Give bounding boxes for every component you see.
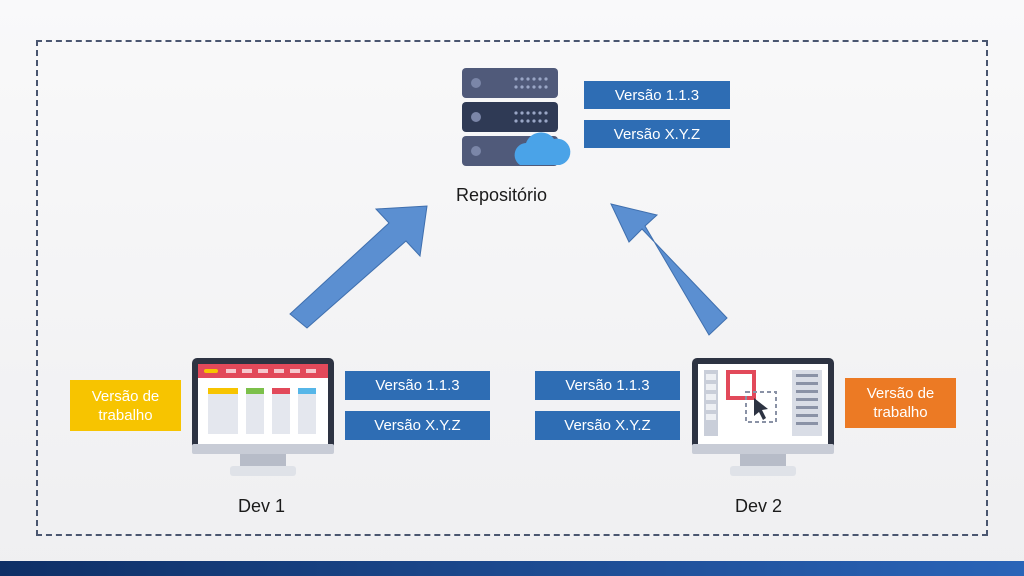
- arrow-up-left-icon: [610, 203, 728, 336]
- repo-version-2: Versão X.Y.Z: [584, 120, 730, 148]
- monitor-editor-icon: [692, 358, 834, 476]
- dev1-working-version: Versão de trabalho: [70, 380, 181, 431]
- repository-label: Repositório: [456, 185, 548, 205]
- dev1-version-2: Versão X.Y.Z: [345, 411, 490, 440]
- dev2-label: Dev 2: [735, 496, 783, 516]
- dev1-version-1: Versão 1.1.3: [345, 371, 490, 400]
- monitor-dashboard-icon: [192, 358, 334, 476]
- diagram-frame: [36, 40, 988, 536]
- dev1-label: Dev 1: [238, 496, 286, 516]
- server-cloud-icon: [462, 68, 571, 166]
- dev2-version-1: Versão 1.1.3: [535, 371, 680, 400]
- dev2-version-2: Versão X.Y.Z: [535, 411, 680, 440]
- repo-version-1: Versão 1.1.3: [584, 81, 730, 109]
- bottom-bar: [0, 561, 1024, 576]
- dev2-working-version: Versão de trabalho: [845, 378, 956, 428]
- arrow-up-right-icon: [289, 205, 428, 329]
